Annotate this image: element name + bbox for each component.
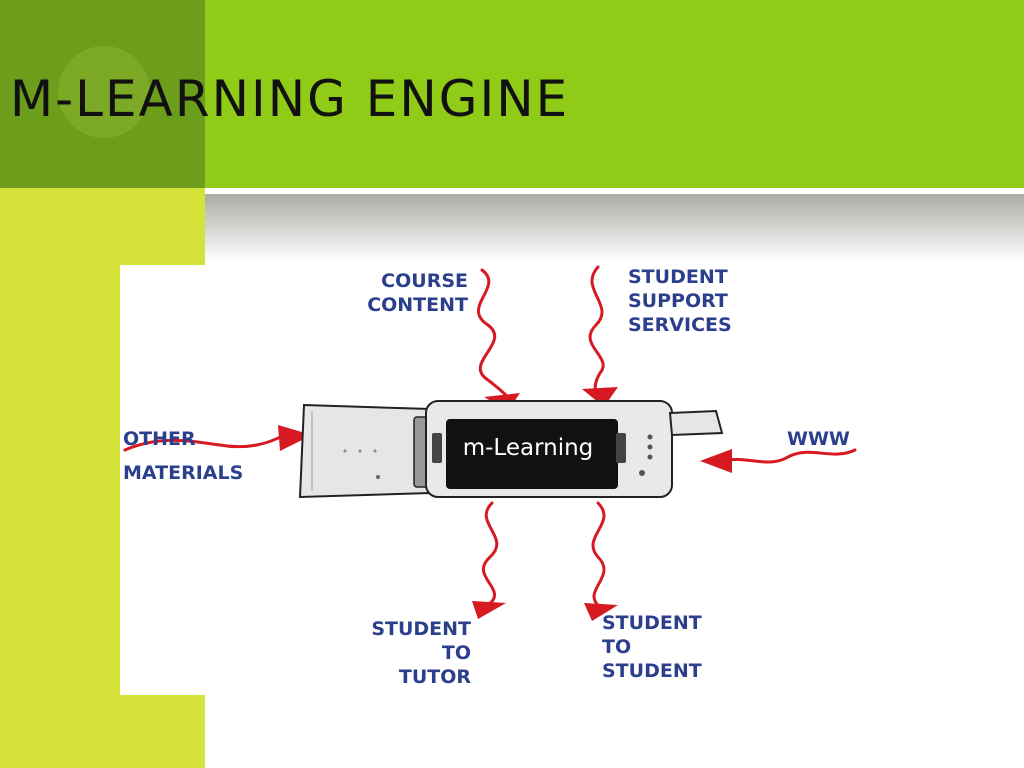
diagram-canvas: m-Learning COURSE CONTENT STUDENT SUPPOR… — [123, 265, 857, 688]
node-label-line: STUDENT — [602, 612, 702, 634]
node-label-line: STUDENT — [628, 266, 728, 288]
node-label-line: STUDENT — [371, 618, 471, 640]
node-label-line: CONTENT — [367, 294, 468, 316]
node-label-line: TO — [442, 642, 471, 664]
node-label-line: MATERIALS — [123, 462, 243, 484]
node-student-support-services: STUDENT SUPPORT SERVICES — [628, 266, 732, 336]
other-materials-arrow — [123, 425, 312, 452]
student-to-student-arrow — [584, 501, 618, 621]
node-label-line: OTHER — [123, 428, 196, 450]
title-bar — [205, 0, 1024, 188]
m-learning-diagram: m-Learning COURSE CONTENT STUDENT SUPPOR… — [120, 265, 880, 695]
gradient-band — [205, 194, 1024, 262]
node-other-materials: OTHER MATERIALS — [123, 428, 243, 484]
node-label-line: WWW — [787, 428, 850, 450]
node-label-line: SUPPORT — [628, 290, 728, 312]
device-screen-label: m-Learning — [463, 435, 594, 461]
course-content-arrow — [477, 268, 520, 411]
node-course-content: COURSE CONTENT — [367, 270, 468, 316]
node-label-line: TUTOR — [399, 666, 472, 688]
corner-block — [0, 0, 205, 188]
node-student-to-student: STUDENT TO STUDENT — [602, 612, 702, 682]
node-www: WWW — [787, 428, 850, 450]
mobile-device — [298, 400, 724, 499]
student-to-tutor-arrow — [472, 501, 506, 619]
node-label-line: STUDENT — [602, 660, 702, 682]
student-support-arrow — [582, 265, 618, 407]
title-divider — [205, 188, 1024, 194]
node-label-line: TO — [602, 636, 631, 658]
decorative-circle — [58, 46, 150, 138]
node-student-to-tutor: STUDENT TO TUTOR — [371, 618, 471, 688]
www-arrow — [700, 448, 857, 473]
slide-title: M-LEARNING ENGINE — [10, 70, 570, 128]
node-label-line: COURSE — [381, 270, 468, 292]
node-label-line: SERVICES — [628, 314, 732, 336]
